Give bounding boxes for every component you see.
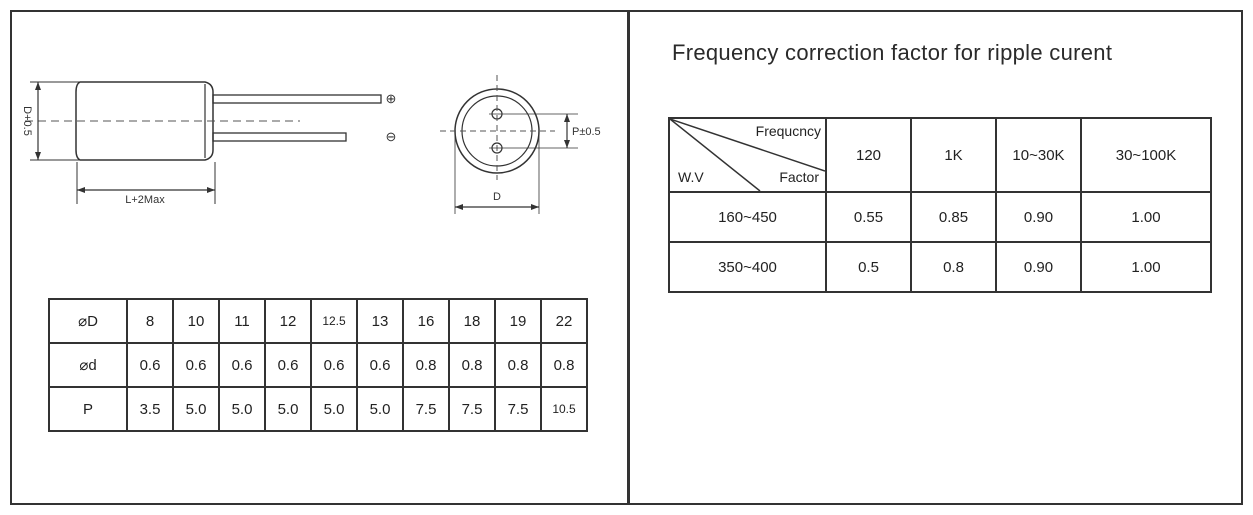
table-cell: 18	[448, 298, 496, 344]
outer-frame	[10, 10, 1243, 505]
plus-terminal-icon: ⊕	[386, 91, 397, 106]
table-row: ⌀d 0.6 0.6 0.6 0.6 0.6 0.6 0.8 0.8 0.8 0…	[48, 342, 588, 388]
table-cell: 3.5	[126, 386, 174, 432]
length-label: L+2Max	[125, 194, 165, 206]
table-row: 160~450 0.55 0.85 0.90 1.00	[668, 191, 1212, 243]
dimensions-table: ⌀D 8 10 11 12 12.5 13 16 18 19 22 ⌀d 0.6…	[48, 298, 588, 432]
height-label: D+0.5	[21, 106, 33, 136]
table-cell: 16	[402, 298, 450, 344]
table-cell: 0.8	[910, 241, 997, 293]
table-cell: 22	[540, 298, 588, 344]
frequency-correction-table: Frequcncy W.V Factor 120 1K 10~30K 30~10…	[668, 117, 1212, 293]
table-cell: 0.6	[172, 342, 220, 388]
table-cell: 0.55	[825, 191, 912, 243]
corner-label-frequency: Frequcncy	[755, 123, 821, 139]
page-title: Frequency correction factor for ripple c…	[672, 40, 1113, 65]
table-row: P 3.5 5.0 5.0 5.0 5.0 5.0 7.5 7.5 7.5 10…	[48, 386, 588, 432]
table-cell: 5.0	[264, 386, 312, 432]
table-cell: 19	[494, 298, 542, 344]
table-cell: 0.6	[310, 342, 358, 388]
table-cell: 8	[126, 298, 174, 344]
table-row: 350~400 0.5 0.8 0.90 1.00	[668, 241, 1212, 293]
table-cell: 0.8	[540, 342, 588, 388]
table-header-row: Frequcncy W.V Factor 120 1K 10~30K 30~10…	[668, 117, 1212, 193]
row-label: 350~400	[668, 241, 827, 293]
long-lead	[212, 94, 382, 104]
table-cell: 12	[264, 298, 312, 344]
table-cell: 5.0	[172, 386, 220, 432]
table-cell: 11	[218, 298, 266, 344]
column-header: 10~30K	[995, 117, 1082, 193]
table-cell: 13	[356, 298, 404, 344]
diameter-label: D	[493, 191, 501, 203]
row-label: P	[48, 386, 128, 432]
panel-divider	[627, 10, 630, 505]
table-cell: 0.8	[494, 342, 542, 388]
table-cell: 0.6	[356, 342, 404, 388]
corner-label-factor: Factor	[779, 169, 819, 185]
row-label: ⌀d	[48, 342, 128, 388]
corner-header-cell: Frequcncy W.V Factor	[668, 117, 827, 193]
column-header: 120	[825, 117, 912, 193]
pitch-label: P±0.5	[572, 126, 601, 138]
corner-label-wv: W.V	[678, 169, 704, 185]
table-row: ⌀D 8 10 11 12 12.5 13 16 18 19 22	[48, 298, 588, 344]
table-cell: 5.0	[218, 386, 266, 432]
table-cell: 5.0	[310, 386, 358, 432]
table-cell: 12.5	[310, 298, 358, 344]
row-label: ⌀D	[48, 298, 128, 344]
column-header: 1K	[910, 117, 997, 193]
diagonal-divider	[670, 119, 825, 191]
table-cell: 7.5	[494, 386, 542, 432]
table-cell: 0.6	[264, 342, 312, 388]
table-cell: 10	[172, 298, 220, 344]
short-lead	[212, 132, 347, 142]
table-cell: 1.00	[1080, 191, 1212, 243]
table-cell: 0.6	[126, 342, 174, 388]
table-cell: 5.0	[356, 386, 404, 432]
table-cell: 1.00	[1080, 241, 1212, 293]
row-label: 160~450	[668, 191, 827, 243]
capacitor-body	[75, 81, 214, 161]
table-cell: 0.8	[448, 342, 496, 388]
table-cell: 7.5	[448, 386, 496, 432]
table-cell: 0.90	[995, 191, 1082, 243]
minus-terminal-icon: ⊖	[386, 129, 397, 144]
column-header: 30~100K	[1080, 117, 1212, 193]
table-cell: 0.8	[402, 342, 450, 388]
table-cell: 0.85	[910, 191, 997, 243]
capacitor-dimension-drawing: D+0.5 L+2Max ⊕ ⊖ P±0.5 D	[21, 75, 601, 214]
table-cell: 0.5	[825, 241, 912, 293]
table-cell: 0.90	[995, 241, 1082, 293]
table-cell: 10.5	[540, 386, 588, 432]
table-cell: 7.5	[402, 386, 450, 432]
table-cell: 0.6	[218, 342, 266, 388]
